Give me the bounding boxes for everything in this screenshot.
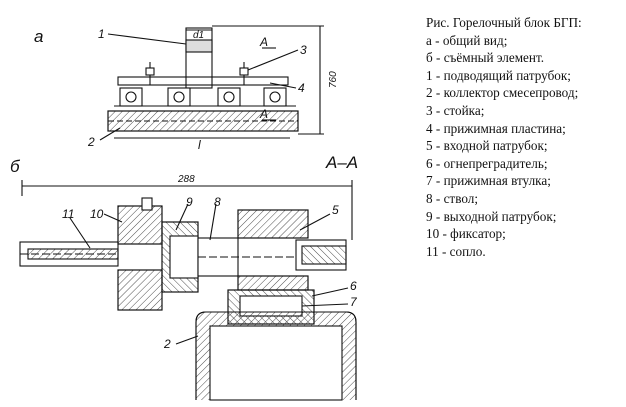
legend-item: а - общий вид; xyxy=(426,32,508,48)
dim-d1: d1 xyxy=(193,30,204,41)
part-label-2b: 2 xyxy=(163,337,171,351)
legend-item: 5 - входной патрубок; xyxy=(426,138,548,154)
legend-item: 9 - выходной патрубок; xyxy=(426,208,557,224)
section-title: А–А xyxy=(325,153,358,172)
legend-item: 6 - огнепреградитель; xyxy=(426,155,548,171)
figure-legend: Рис. Горелочный блок БГП: а - общий вид;… xyxy=(426,14,622,260)
part-label-6: 6 xyxy=(350,279,357,293)
view-b: б А–А 288 xyxy=(10,153,358,401)
legend-item: 11 - сопло. xyxy=(426,243,486,259)
burner-elements-row xyxy=(114,87,296,107)
legend-item: 4 - прижимная пластина; xyxy=(426,120,566,136)
legend-item: б - съёмный элемент. xyxy=(426,50,545,66)
inlet-housing-upper xyxy=(237,209,309,239)
legend-item: 7 - прижимная втулка; xyxy=(426,173,551,189)
legend-item: 2 - коллектор смесепровод; xyxy=(426,85,579,101)
clamp-plate xyxy=(117,76,289,86)
supply-pipe-collar xyxy=(185,39,213,53)
legend-item: 1 - подводящий патрубок; xyxy=(426,67,571,83)
fixator-upper xyxy=(117,205,163,245)
section-mark-top: А xyxy=(259,35,268,49)
part-label-10: 10 xyxy=(90,207,104,221)
fixator-lower xyxy=(117,269,163,311)
part-label-5: 5 xyxy=(332,203,339,217)
legend-item: 3 - стойка; xyxy=(426,102,485,118)
view-a-label: а xyxy=(34,27,43,46)
section-mark-bottom: А xyxy=(259,107,268,121)
part-label-7: 7 xyxy=(350,295,358,309)
part-label-3: 3 xyxy=(300,43,307,57)
legend-item: 10 - фиксатор; xyxy=(426,226,506,242)
view-a: а d1 l А xyxy=(34,25,339,152)
part-label-2: 2 xyxy=(87,135,95,149)
legend-item: 8 - ствол; xyxy=(426,190,478,206)
part-label-11: 11 xyxy=(62,207,74,221)
view-b-label: б xyxy=(10,157,21,176)
part-label-8: 8 xyxy=(214,195,221,209)
dim-760: 760 xyxy=(328,71,339,88)
supply-pipe xyxy=(185,27,213,89)
figure-caption: Рис. Горелочный блок БГП: xyxy=(426,15,582,30)
length-label: l xyxy=(198,138,201,152)
dim-288: 288 xyxy=(177,174,195,185)
part-label-4: 4 xyxy=(298,81,305,95)
burner-block-drawing: а d1 l А xyxy=(10,25,358,401)
part-label-1: 1 xyxy=(98,27,105,41)
part-label-9: 9 xyxy=(186,195,193,209)
